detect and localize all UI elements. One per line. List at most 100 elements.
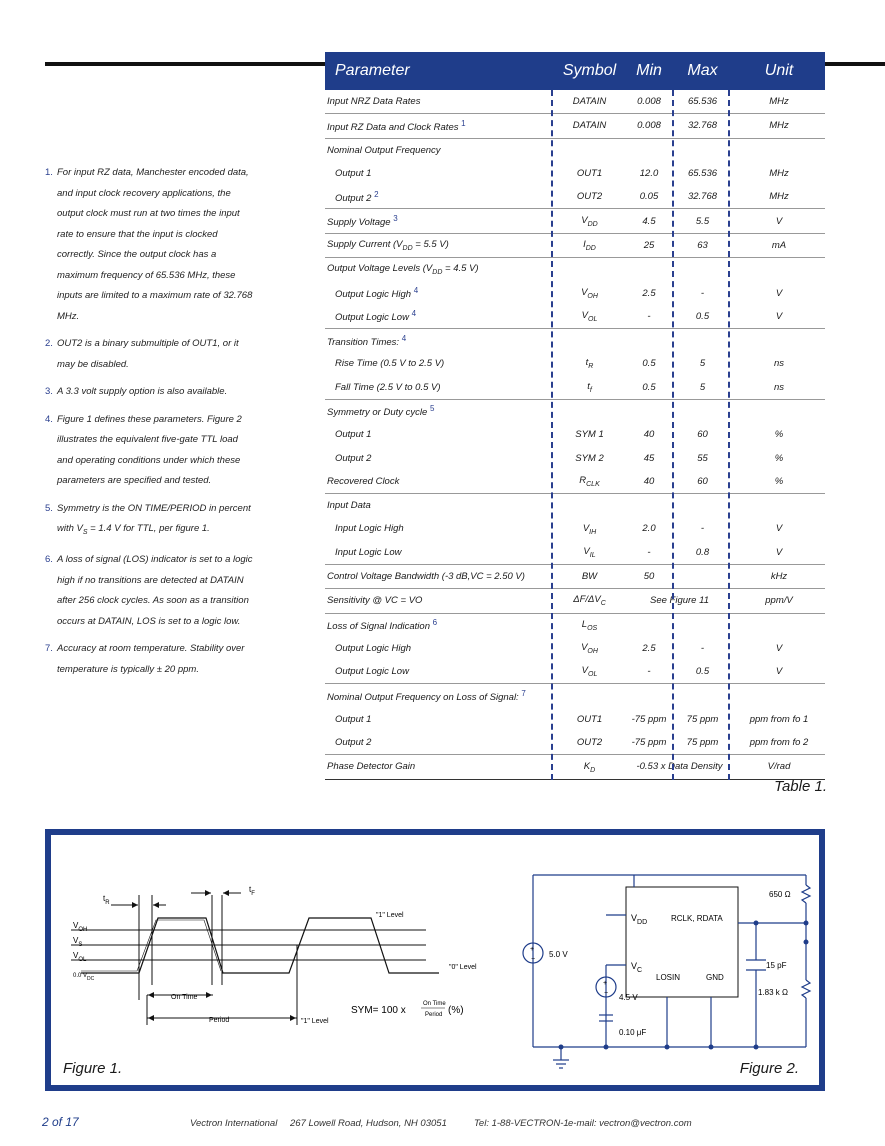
sym-formula: SYM= 100 x (351, 1005, 406, 1016)
phone: Tel: 1-88-VECTRON-1 (474, 1118, 569, 1129)
svg-text:−: − (604, 990, 608, 997)
vs-label: VS (73, 936, 82, 948)
cell-unit: % (774, 429, 784, 441)
cell-parameter: Output 1 (335, 168, 372, 180)
cell-symbol: BW (581, 571, 598, 583)
cell-unit: MHz (769, 96, 789, 108)
cell-symbol: OUT1 (576, 168, 603, 180)
cell-max: - (700, 287, 705, 299)
table-caption: Table 1. (774, 778, 827, 795)
vc-label: VC (631, 961, 642, 974)
cell-max: 60 (697, 475, 708, 487)
cell-symbol: SYM 1 (575, 429, 604, 441)
cell-max: 63 (697, 239, 708, 251)
table-row: Output Voltage Levels (VDD = 4.5 V) (325, 257, 825, 281)
footnotes: 1.For input RZ data, Manchester encoded … (45, 163, 255, 687)
figures-svg: tR tF VOH VS VOL 0.0 VDC "1" Level "0" L… (71, 874, 812, 1069)
footnote-text: Accuracy at room temperature. Stability … (57, 643, 245, 675)
cell-parameter: Nominal Output Frequency (327, 144, 441, 156)
cell-symbol: OUT2 (576, 737, 603, 749)
v5-label: 5.0 V (549, 950, 568, 959)
tf-label: tF (249, 885, 255, 897)
cell-unit: ns (773, 381, 785, 393)
minus-glyph: − (531, 956, 535, 963)
cell-min: 45 (643, 452, 655, 464)
header-parameter: Parameter (335, 62, 410, 79)
cell-parameter: Input Data (327, 500, 371, 512)
figure-1-caption: Figure 1. (63, 1060, 123, 1077)
cell-symbol: OUT2 (576, 191, 603, 203)
cell-max: 55 (697, 452, 708, 464)
cell-max: 60 (697, 429, 708, 441)
footer: 2 of 17 Vectron International 267 Lowell… (0, 1115, 885, 1134)
sym-pct: (%) (448, 1005, 464, 1016)
cell-symbol: VDD (581, 214, 598, 228)
header-symbol: Symbol (562, 62, 617, 79)
cell-symbol: VOL (581, 665, 598, 679)
header-unit: Unit (764, 62, 794, 79)
table-header: Parameter Symbol Min Max Unit (325, 52, 825, 90)
cell-unit: % (774, 475, 784, 487)
cell-parameter: Output Voltage Levels (VDD = 4.5 V) (327, 263, 479, 277)
cell-unit: V (775, 215, 783, 227)
table-row: Input Data (325, 493, 825, 517)
voh-label: VOH (73, 921, 87, 933)
cell-parameter: Supply Voltage 3 (327, 214, 398, 229)
cell-symbol: DATAIN (572, 96, 607, 108)
footnote-item: 5.Symmetry is the ON TIME/PERIOD in perc… (45, 499, 255, 544)
page-number: 2 of 17 (42, 1115, 79, 1129)
cell-max: 65.536 (687, 168, 718, 180)
sym-frac-top: On Time (423, 1001, 446, 1007)
cell-min: - (647, 546, 651, 558)
cell-min: 12.0 (639, 168, 659, 180)
footnote-text: A loss of signal (LOS) indicator is set … (57, 554, 253, 627)
sym-frac-bottom: Period (425, 1012, 442, 1018)
circuit-diagram (522, 874, 812, 1069)
cell-symbol: ΔF/ΔVC (573, 594, 606, 608)
footnote-number: 4. (45, 413, 53, 425)
cell-min: -75 ppm (631, 737, 667, 749)
gnd-label: GND (706, 973, 724, 982)
tr-label: tR (103, 894, 110, 906)
cell-max: 5.5 (695, 215, 710, 227)
cell-min: 0.5 (642, 358, 656, 370)
cell-unit: V (775, 310, 783, 322)
cell-unit: V/rad (767, 761, 791, 773)
table-bottom-rule (325, 778, 825, 780)
cell-unit: ppm from fo 2 (749, 737, 809, 749)
cell-unit: V (775, 546, 783, 558)
cell-parameter: Output 2 (335, 452, 372, 464)
footnote-item: 1.For input RZ data, Manchester encoded … (45, 163, 255, 327)
cell-parameter: Supply Current (VDD = 5.5 V) (327, 238, 449, 252)
cell-parameter: Phase Detector Gain (327, 761, 416, 773)
circuit-nodes (558, 920, 809, 1050)
cell-max: 32.768 (687, 191, 718, 203)
cell-unit: MHz (769, 191, 789, 203)
cell-unit: ns (773, 358, 785, 370)
cell-symbol: DATAIN (572, 120, 607, 132)
footnote-item: 6.A loss of signal (LOS) indicator is se… (45, 550, 255, 632)
table-row: Nominal Output Frequency (325, 137, 825, 162)
plus-glyph: + (530, 946, 534, 953)
cell-parameter: Control Voltage Bandwidth (-3 dB,VC = 2.… (327, 571, 525, 583)
cell-parameter: Input NRZ Data Rates (327, 96, 421, 108)
cell-symbol: VOH (581, 642, 598, 655)
cell-symbol: tR (585, 357, 594, 371)
cell-parameter: Nominal Output Frequency on Loss of Sign… (327, 688, 526, 704)
vdc-label: 0.0 VDC (73, 973, 95, 982)
cell-parameter: Output 2 2 (335, 189, 379, 204)
r2-label: 1.83 k Ω (758, 988, 788, 997)
cell-unit: mA (771, 239, 787, 251)
address: 267 Lowell Road, Hudson, NH 03051 (290, 1118, 447, 1129)
footnote-number: 7. (45, 643, 53, 655)
